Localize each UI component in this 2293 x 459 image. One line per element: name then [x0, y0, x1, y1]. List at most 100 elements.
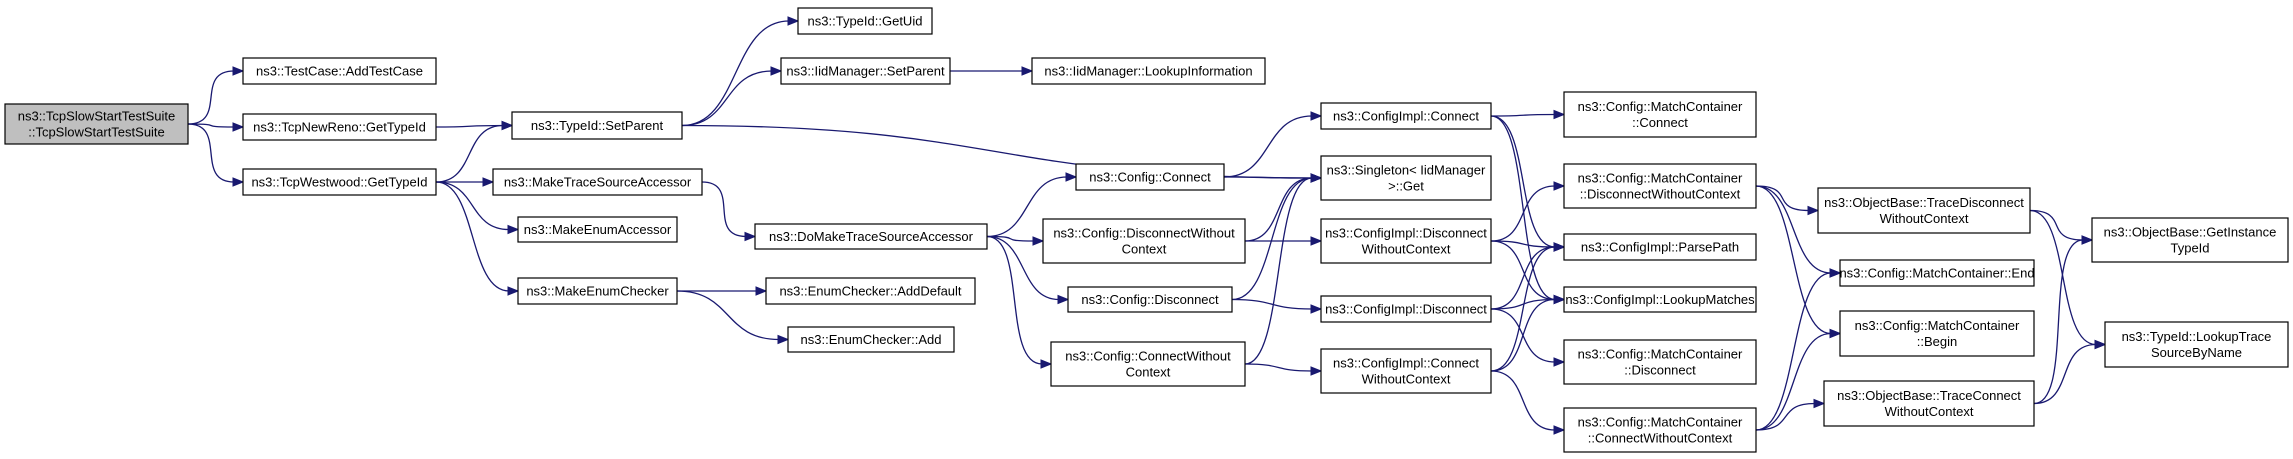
node-box[interactable] [511, 111, 683, 140]
node-box[interactable] [1563, 163, 1757, 209]
node-root[interactable]: ns3::TcpSlowStartTestSuite::TcpSlowStart… [4, 103, 189, 145]
node-enum-add[interactable]: ns3::EnumChecker::Add [787, 326, 955, 353]
node-makeenumchk[interactable]: ns3::MakeEnumChecker [517, 277, 678, 305]
edge-maketsa-to-domaketsa [701, 181, 747, 238]
node-box[interactable] [1320, 218, 1492, 264]
node-box[interactable] [1320, 155, 1492, 201]
node-ci-parsepath[interactable]: ns3::ConfigImpl::ParsePath [1563, 233, 1757, 261]
node-ob-traceconnwoc[interactable]: ns3::ObjectBase::TraceConnectWithoutCont… [1823, 380, 2035, 427]
node-cfg-connect[interactable]: ns3::Config::Connect [1075, 163, 1225, 191]
node-setparent[interactable]: ns3::TypeId::SetParent [511, 111, 683, 140]
node-label: ns3::Config::MatchContainer [1578, 415, 1743, 430]
node-ci-connect[interactable]: ns3::ConfigImpl::Connect [1320, 102, 1492, 130]
node-label: ns3::ConfigImpl::LookupMatches [1565, 292, 1755, 307]
edge-ci-connwoc-to-mc-connwoc [1490, 370, 1556, 431]
node-box[interactable] [1839, 259, 2035, 287]
arrowhead [1310, 236, 1323, 246]
node-box[interactable] [1817, 187, 2031, 234]
node-label: ns3::ConfigImpl::Disconnect [1325, 302, 1487, 317]
node-cfg-disconnect[interactable]: ns3::Config::Disconnect [1067, 286, 1233, 313]
node-box[interactable] [797, 7, 933, 35]
node-box[interactable] [517, 277, 678, 305]
node-mc-begin[interactable]: ns3::Config::MatchContainer::Begin [1839, 310, 2035, 357]
node-box[interactable] [1563, 407, 1757, 453]
node-newreno[interactable]: ns3::TcpNewReno::GetTypeId [242, 113, 437, 141]
node-box[interactable] [242, 57, 437, 85]
node-mc-connwoc[interactable]: ns3::Config::MatchContainer::ConnectWith… [1563, 407, 1757, 453]
node-label: ns3::Singleton< IidManager [1327, 163, 1486, 178]
arrowhead [1065, 172, 1078, 182]
node-box[interactable] [787, 326, 955, 353]
node-box[interactable] [765, 277, 976, 305]
node-label: ::Begin [1917, 334, 1957, 349]
node-box[interactable] [1839, 310, 2035, 357]
arrowhead [1553, 242, 1566, 252]
node-box[interactable] [1031, 57, 1266, 85]
node-box[interactable] [1320, 295, 1492, 323]
node-ci-lookup[interactable]: ns3::ConfigImpl::LookupMatches [1563, 286, 1757, 313]
node-label: ns3::ObjectBase::GetInstance [2104, 225, 2277, 240]
node-box[interactable] [242, 168, 437, 196]
node-iid-lookupinfo[interactable]: ns3::IidManager::LookupInformation [1031, 57, 1266, 85]
node-mc-disconnect[interactable]: ns3::Config::MatchContainer::Disconnect [1563, 339, 1757, 385]
node-box[interactable] [780, 57, 951, 85]
node-cfg-discwoc[interactable]: ns3::Config::DisconnectWithoutContext [1042, 218, 1246, 264]
node-iid-setparent[interactable]: ns3::IidManager::SetParent [780, 57, 951, 85]
edge-cfg-connwoc-to-singleton [1244, 177, 1313, 365]
node-mc-end[interactable]: ns3::Config::MatchContainer::End [1839, 259, 2035, 287]
node-box[interactable] [1563, 339, 1757, 385]
node-box[interactable] [1075, 163, 1225, 191]
edge-westwood-to-makeenumchk [435, 181, 510, 292]
node-maketsa[interactable]: ns3::MakeTraceSourceAccessor [492, 168, 703, 196]
edge-ci-connect-to-ci-lookup [1490, 115, 1556, 301]
node-cfg-connwoc[interactable]: ns3::Config::ConnectWithoutContext [1050, 341, 1246, 387]
node-box[interactable] [1823, 380, 2035, 427]
node-label: ::ConnectWithoutContext [1588, 431, 1733, 446]
node-enum-adddefault[interactable]: ns3::EnumChecker::AddDefault [765, 277, 976, 305]
node-box[interactable] [1563, 286, 1757, 313]
node-box[interactable] [2091, 217, 2289, 263]
arrowhead [1553, 109, 1566, 120]
edge-mc-discwoc-to-mc-begin [1755, 185, 1832, 335]
node-box[interactable] [1042, 218, 1246, 264]
node-label: ::Disconnect [1624, 363, 1696, 378]
node-box[interactable] [1050, 341, 1246, 387]
node-label: SourceByName [2151, 345, 2242, 360]
node-makeenumacc[interactable]: ns3::MakeEnumAccessor [517, 216, 678, 243]
node-box[interactable] [1320, 348, 1492, 394]
node-box[interactable] [1563, 91, 1757, 138]
node-box[interactable] [1320, 102, 1492, 130]
node-ci-discwoc[interactable]: ns3::ConfigImpl::DisconnectWithoutContex… [1320, 218, 1492, 264]
node-label: ns3::DoMakeTraceSourceAccessor [769, 229, 974, 244]
node-westwood[interactable]: ns3::TcpWestwood::GetTypeId [242, 168, 437, 196]
node-mc-connect[interactable]: ns3::Config::MatchContainer::Connect [1563, 91, 1757, 138]
node-mc-discwoc[interactable]: ns3::Config::MatchContainer::DisconnectW… [1563, 163, 1757, 209]
node-label: ::TcpSlowStartTestSuite [28, 125, 165, 140]
node-box[interactable] [1067, 286, 1233, 313]
node-box[interactable] [1563, 233, 1757, 261]
arrowhead [1310, 366, 1323, 376]
node-label: ns3::Config::ConnectWithout [1065, 349, 1231, 364]
arrowhead [501, 120, 514, 131]
node-box[interactable] [2104, 321, 2289, 368]
node-ob-tracediscwoc[interactable]: ns3::ObjectBase::TraceDisconnectWithoutC… [1817, 187, 2031, 234]
node-box[interactable] [492, 168, 703, 196]
node-box[interactable] [4, 103, 189, 145]
node-ci-disconnect[interactable]: ns3::ConfigImpl::Disconnect [1320, 295, 1492, 323]
node-label: ::Connect [1632, 115, 1688, 130]
node-addtestcase[interactable]: ns3::TestCase::AddTestCase [242, 57, 437, 85]
node-getuid[interactable]: ns3::TypeId::GetUid [797, 7, 933, 35]
node-box[interactable] [242, 113, 437, 141]
node-singleton[interactable]: ns3::Singleton< IidManager>::Get [1320, 155, 1492, 201]
node-label: Context [1126, 365, 1171, 380]
node-domaketsa[interactable]: ns3::DoMakeTraceSourceAccessor [754, 223, 988, 250]
node-box[interactable] [517, 216, 678, 243]
node-box[interactable] [754, 223, 988, 250]
arrowhead [2094, 339, 2107, 350]
node-ci-connwoc[interactable]: ns3::ConfigImpl::ConnectWithoutContext [1320, 348, 1492, 394]
node-label: ns3::ConfigImpl::Connect [1333, 109, 1479, 124]
arrowhead [1021, 66, 1034, 76]
